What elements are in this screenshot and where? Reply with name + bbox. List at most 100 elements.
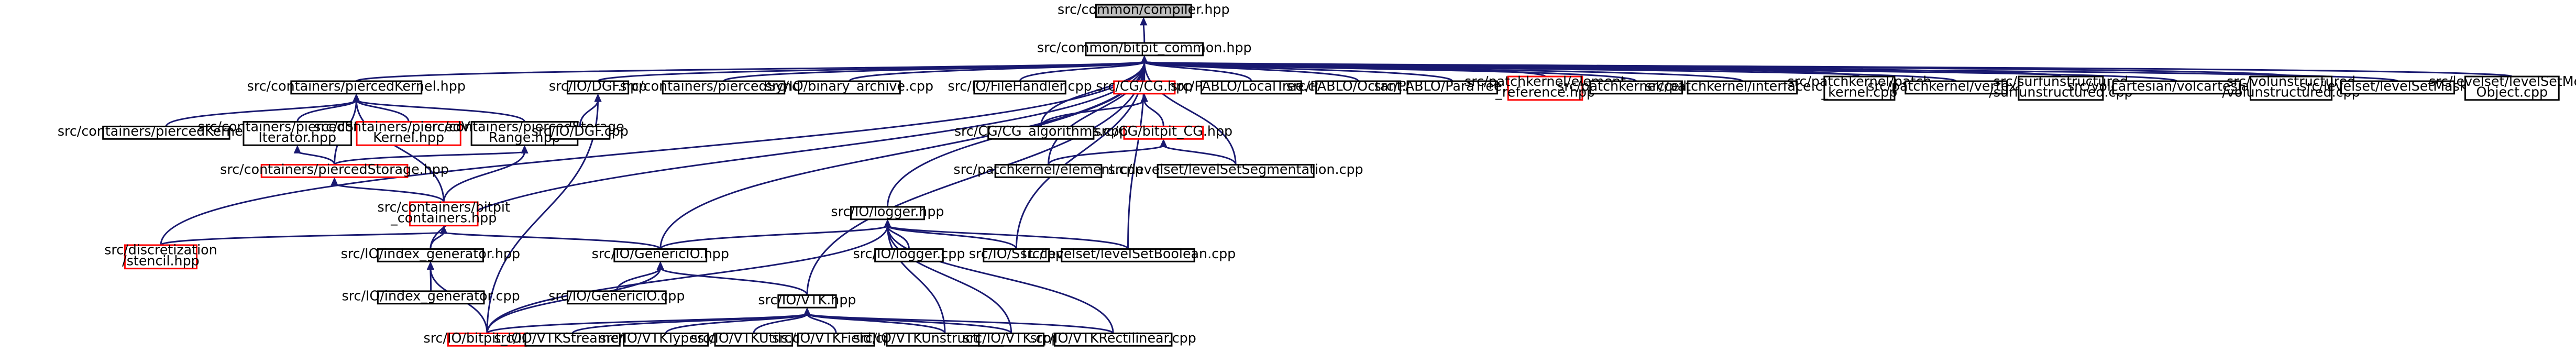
node-label: src/IO/GenericIO.cpp xyxy=(548,288,685,304)
node-box xyxy=(1315,80,1402,95)
node-stl[interactable]: src/IO/STL.cpp xyxy=(969,246,1064,262)
node-idxgencpp[interactable]: src/IO/index_generator.cpp xyxy=(342,288,520,305)
node-box xyxy=(377,290,485,305)
node-box xyxy=(549,125,611,140)
node-label: src/IO/binary_archive.cpp xyxy=(765,78,933,94)
node-box xyxy=(1687,80,1798,95)
edge-n_vtkhpp-to-n_common xyxy=(806,55,1148,295)
node-common[interactable]: src/common/bitpit_common.hpp xyxy=(1037,40,1252,57)
node-element[interactable]: src/patchkernel/element.cpp xyxy=(953,161,1143,178)
node-genio[interactable]: src/IO/GenericIO.hpp xyxy=(592,246,729,262)
node-box xyxy=(290,80,423,95)
node-lsmask[interactable]: src/levelset/levelSetMask.cpp xyxy=(2299,78,2496,95)
node-label: /volunstructured.cpp xyxy=(2222,84,2360,100)
node-logger[interactable]: src/IO/logger.hpp xyxy=(831,204,944,221)
node-box xyxy=(1085,42,1204,57)
node-bcont[interactable]: src/containers/bitpit_containers.hpp xyxy=(378,199,510,227)
node-label: src/containers/piercedKernel.cpp xyxy=(58,123,275,139)
edge-n_pstorage-to-n_pditer xyxy=(293,145,336,165)
node-label: src/IO/VTKTypes.cpp xyxy=(599,330,732,346)
node-label: Range.hpp xyxy=(489,129,560,145)
edge-n_bitpitio-to-n_logger xyxy=(486,219,891,334)
node-stencil[interactable]: src/discretization/stencil.hpp xyxy=(104,242,217,270)
node-pablolt[interactable]: src/PABLO/LocalTree.cpp xyxy=(1171,78,1332,95)
edge-n_lsbool-to-n_logger xyxy=(884,219,1129,250)
node-vtkrect[interactable]: src/IO/VTKRectilinear.cpp xyxy=(1030,330,1196,347)
node-pstorage[interactable]: src/containers/piercedStorage.hpp xyxy=(220,161,449,178)
edge-n_bitpitio-to-n_iodgf xyxy=(486,93,602,334)
edge-n_vtkrect-to-n_vtkhpp xyxy=(803,307,1114,334)
node-pablooct[interactable]: src/PABLO/Octant.cpp xyxy=(1286,78,1430,95)
node-vertex[interactable]: src/patchkernel/vertex.cpp xyxy=(1867,78,2045,95)
node-interface[interactable]: src/patchkernel/interface.cpp xyxy=(1645,78,1840,95)
node-label: src/containers/bitpit xyxy=(378,199,510,215)
node-box xyxy=(662,80,786,95)
node-box xyxy=(1905,80,2008,95)
node-label: Iterator.hpp xyxy=(258,129,336,145)
node-iodgf[interactable]: src/IO/DGF.hpp xyxy=(549,78,647,95)
node-box xyxy=(2464,75,2560,101)
node-volunstr[interactable]: src/volunstructured/volunstructured.cpp xyxy=(2222,73,2360,101)
node-label: src/common/compiler.hpp xyxy=(1058,2,1230,17)
node-lsmeta[interactable]: src/levelset/levelSetMetaObject.cpp xyxy=(2429,73,2576,101)
node-label: src/volunstructured xyxy=(2227,73,2355,89)
node-box xyxy=(1053,332,1173,347)
edge-n_lsseg-to-n_cgbitpit xyxy=(1160,138,1237,165)
node-label: src/IO/index_generator.hpp xyxy=(341,246,520,261)
node-pabloparatree[interactable]: src/PABLO/ParaTree.cpp xyxy=(1374,78,1531,95)
node-label: src/IO/VTK.cpp xyxy=(963,330,1060,346)
node-label: src/levelset/levelSetSegmentation.cpp xyxy=(1108,161,1363,177)
node-label: src/CG/CG.hpp xyxy=(1096,78,1193,94)
node-label: src/levelset/levelSetMeta xyxy=(2429,73,2576,89)
node-vtkhpp[interactable]: src/IO/VTK.hpp xyxy=(758,292,856,309)
node-label: src/discretization xyxy=(104,242,217,258)
node-label: src/volcartesian/volcartesian.cpp xyxy=(2067,78,2286,94)
node-lsseg[interactable]: src/levelset/levelSetSegmentation.cpp xyxy=(1108,161,1363,178)
edge-n_vtkunstr-to-n_logger xyxy=(884,219,946,334)
node-pkcpp[interactable]: src/containers/piercedKernel.cpp xyxy=(58,123,275,140)
node-label: _reference.hpp xyxy=(1495,84,1595,100)
edge-n_bcont-to-n_pstorage xyxy=(331,177,445,203)
node-vtktypes[interactable]: src/IO/VTKTypes.cpp xyxy=(599,330,732,347)
node-binarch[interactable]: src/IO/binary_archive.cpp xyxy=(765,78,933,95)
node-iodgfcpp[interactable]: src/IO/DGF.cpp xyxy=(532,123,629,140)
node-volcart[interactable]: src/volcartesian/volcartesian.cpp xyxy=(2067,78,2286,95)
node-box xyxy=(613,248,708,262)
edges-layer xyxy=(160,17,2513,334)
node-lsbool[interactable]: src/levelset/levelSetBoolean.cpp xyxy=(1020,246,1236,262)
node-compiler[interactable]: src/common/compiler.hpp xyxy=(1058,2,1230,18)
node-cghpp[interactable]: src/CG/CG.hpp xyxy=(1096,78,1193,95)
node-box xyxy=(994,163,1103,178)
node-vtkcpp[interactable]: src/IO/VTK.cpp xyxy=(963,330,1060,347)
node-filehandler[interactable]: src/IO/FileHandler.cpp xyxy=(948,78,1092,95)
node-vtkfield[interactable]: src/IO/VTKField.cpp xyxy=(772,330,900,347)
node-cgbitpit[interactable]: src/CG/bitpit_CG.hpp xyxy=(1094,123,1232,140)
node-box xyxy=(987,125,1095,140)
node-box xyxy=(409,201,479,227)
node-vtkutils[interactable]: src/IO/VTKUtils.cpp xyxy=(691,330,817,347)
node-box xyxy=(243,121,353,146)
node-loggercpp[interactable]: src/IO/logger.cpp xyxy=(853,246,965,262)
node-label: src/patchkernel/vertex.cpp xyxy=(1867,78,2045,94)
node-pdsync[interactable]: src/containers/piercedSync.cpp xyxy=(620,78,828,95)
node-label: _containers.hpp xyxy=(390,210,497,226)
node-label: /surfunstructured.cpp xyxy=(1989,84,2132,100)
node-pk[interactable]: src/containers/piercedKernel.hpp xyxy=(247,78,466,95)
node-surfunstr[interactable]: src/surfunstructured/surfunstructured.cp… xyxy=(1989,73,2133,101)
edge-n_common-to-n_compiler xyxy=(1140,17,1148,43)
node-label: src/IO/DGF.cpp xyxy=(532,123,629,139)
node-geniocpp[interactable]: src/IO/GenericIO.cpp xyxy=(548,288,685,305)
node-label: src/PABLO/LocalTree.cpp xyxy=(1171,78,1332,94)
node-label: /stencil.hpp xyxy=(122,253,200,269)
node-cgalgo[interactable]: src/CG/CG_algorithms.cpp xyxy=(954,123,1128,140)
node-box xyxy=(2112,80,2241,95)
node-box xyxy=(2340,80,2456,95)
node-label: Kernel.hpp xyxy=(373,129,444,145)
edge-n_vtkcpp-to-n_logger xyxy=(884,219,1012,334)
node-label: src/IO/GenericIO.hpp xyxy=(592,246,729,261)
node-idxgen[interactable]: src/IO/index_generator.hpp xyxy=(341,246,520,262)
node-box xyxy=(1406,80,1498,95)
node-label: src/containers/piercedStorage.hpp xyxy=(220,161,449,177)
